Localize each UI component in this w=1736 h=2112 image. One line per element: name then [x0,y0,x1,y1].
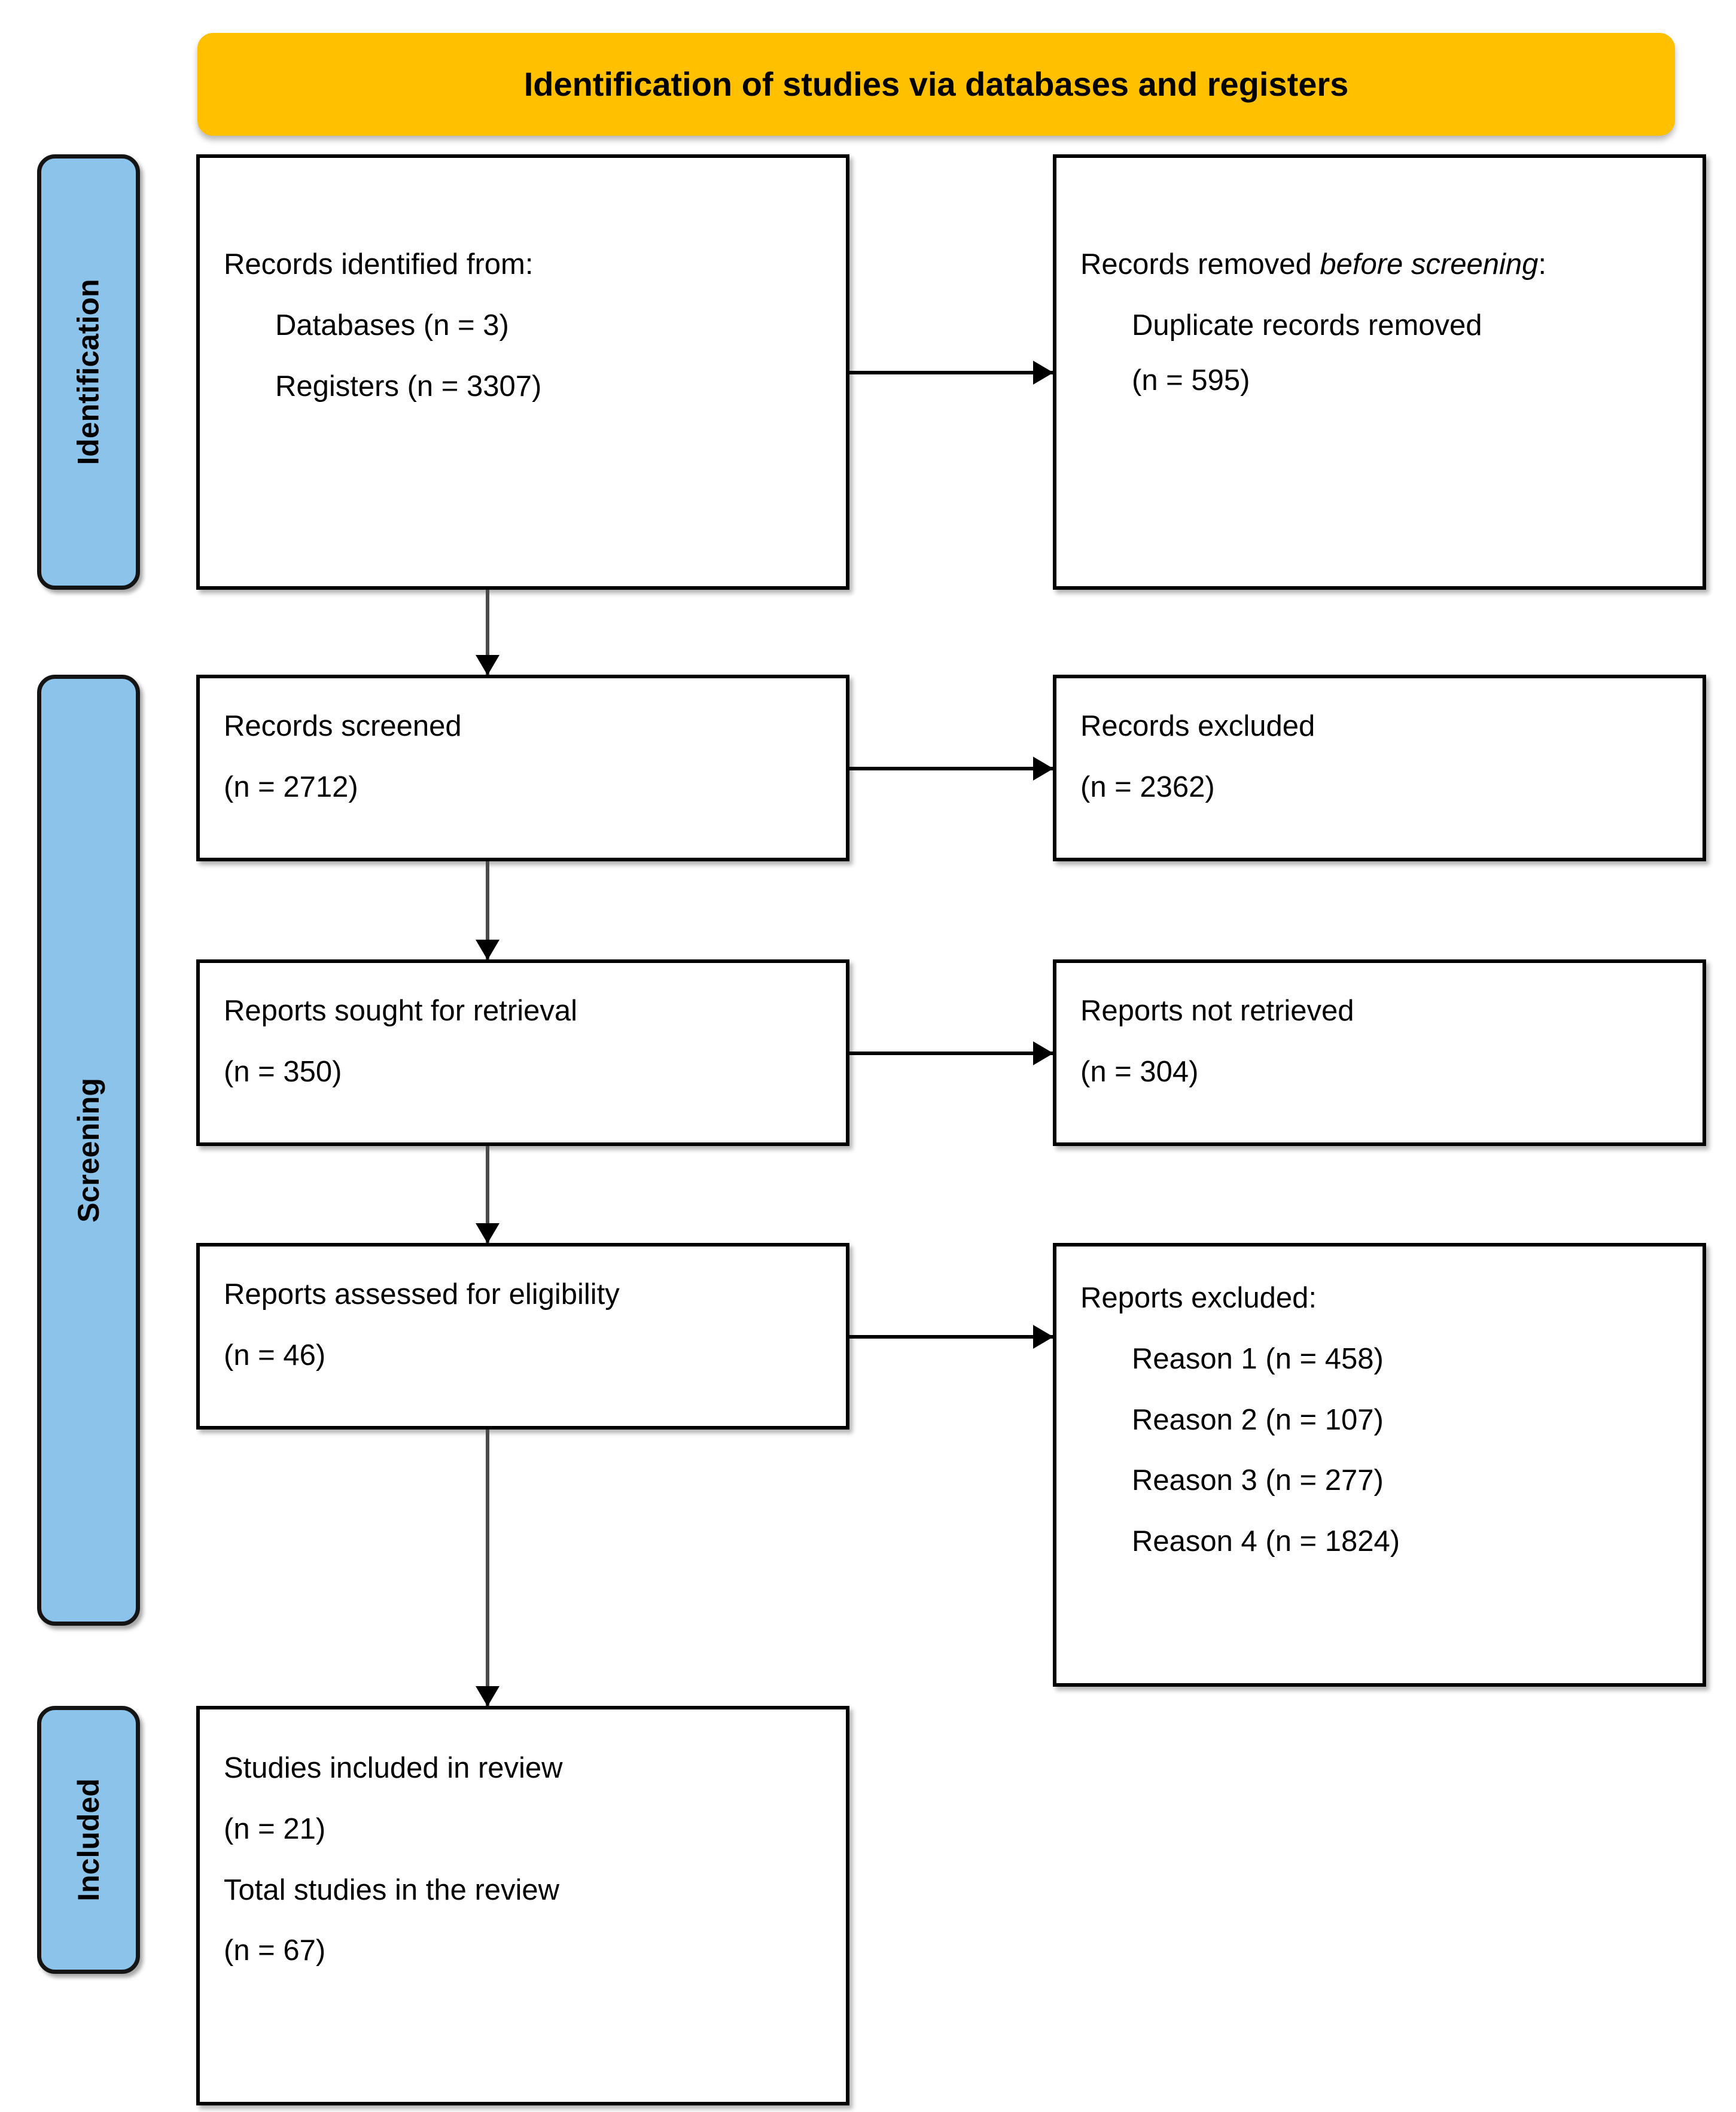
stage-bar-included: Included [37,1706,140,1974]
records-screened-count: (n = 2712) [224,770,358,803]
records-removed-italic: before screening [1320,248,1539,281]
reports-sought-label: Reports sought for retrieval [224,995,577,1027]
studies-included-count: (n = 21) [224,1812,326,1845]
reports-excluded-reason-2: Reason 2 (n = 107) [1132,1403,1384,1436]
box-records-identified: Records identified from: Databases (n = … [196,154,849,590]
studies-included-label: Studies included in review [224,1752,563,1784]
reports-excluded-reason-1: Reason 1 (n = 458) [1132,1342,1384,1375]
reports-sought-count: (n = 350) [224,1055,342,1088]
stage-bar-identification: Identification [37,154,140,590]
records-excluded-label: Records excluded [1080,710,1315,742]
records-removed-heading: Records removed before screening: [1080,248,1679,282]
reports-assessed-count: (n = 46) [224,1339,326,1372]
duplicate-records-removed-count: (n = 595) [1132,364,1250,397]
box-studies-included-in-review: Studies included in review (n = 21) Tota… [196,1706,849,2105]
box-reports-excluded: Reports excluded: Reason 1 (n = 458) Rea… [1053,1243,1706,1687]
records-identified-registers: Registers (n = 3307) [275,370,542,403]
reports-excluded-reason-3: Reason 3 (n = 277) [1132,1464,1384,1497]
stage-label-included: Included [72,1778,106,1901]
records-screened-label: Records screened [224,710,462,742]
reports-not-retrieved-label: Reports not retrieved [1080,995,1354,1027]
stage-bar-screening: Screening [37,675,140,1626]
box-reports-assessed-for-eligibility: Reports assessed for eligibility (n = 46… [196,1243,849,1430]
box-records-removed-before-screening: Records removed before screening: Duplic… [1053,154,1706,590]
reports-excluded-reason-4: Reason 4 (n = 1824) [1132,1525,1400,1558]
records-removed-suffix: : [1538,248,1546,281]
total-studies-count: (n = 67) [224,1934,326,1967]
total-studies-label: Total studies in the review [224,1873,560,1906]
box-records-screened: Records screened (n = 2712) [196,675,849,861]
stage-label-identification: Identification [72,279,106,465]
reports-assessed-label: Reports assessed for eligibility [224,1278,620,1311]
duplicate-records-removed-label: Duplicate records removed [1132,309,1482,342]
stage-label-screening: Screening [72,1078,105,1223]
box-records-excluded: Records excluded (n = 2362) [1053,675,1706,861]
page-title: Identification of studies via databases … [523,65,1349,103]
reports-not-retrieved-count: (n = 304) [1080,1055,1199,1088]
records-identified-heading: Records identified from: [224,248,534,281]
reports-excluded-heading: Reports excluded: [1080,1282,1317,1314]
box-reports-sought-for-retrieval: Reports sought for retrieval (n = 350) [196,959,849,1146]
box-reports-not-retrieved: Reports not retrieved (n = 304) [1053,959,1706,1146]
records-removed-prefix: Records removed [1080,248,1320,281]
records-excluded-count: (n = 2362) [1080,770,1215,803]
records-identified-databases: Databases (n = 3) [275,309,509,342]
diagram-title-banner: Identification of studies via databases … [197,33,1675,136]
